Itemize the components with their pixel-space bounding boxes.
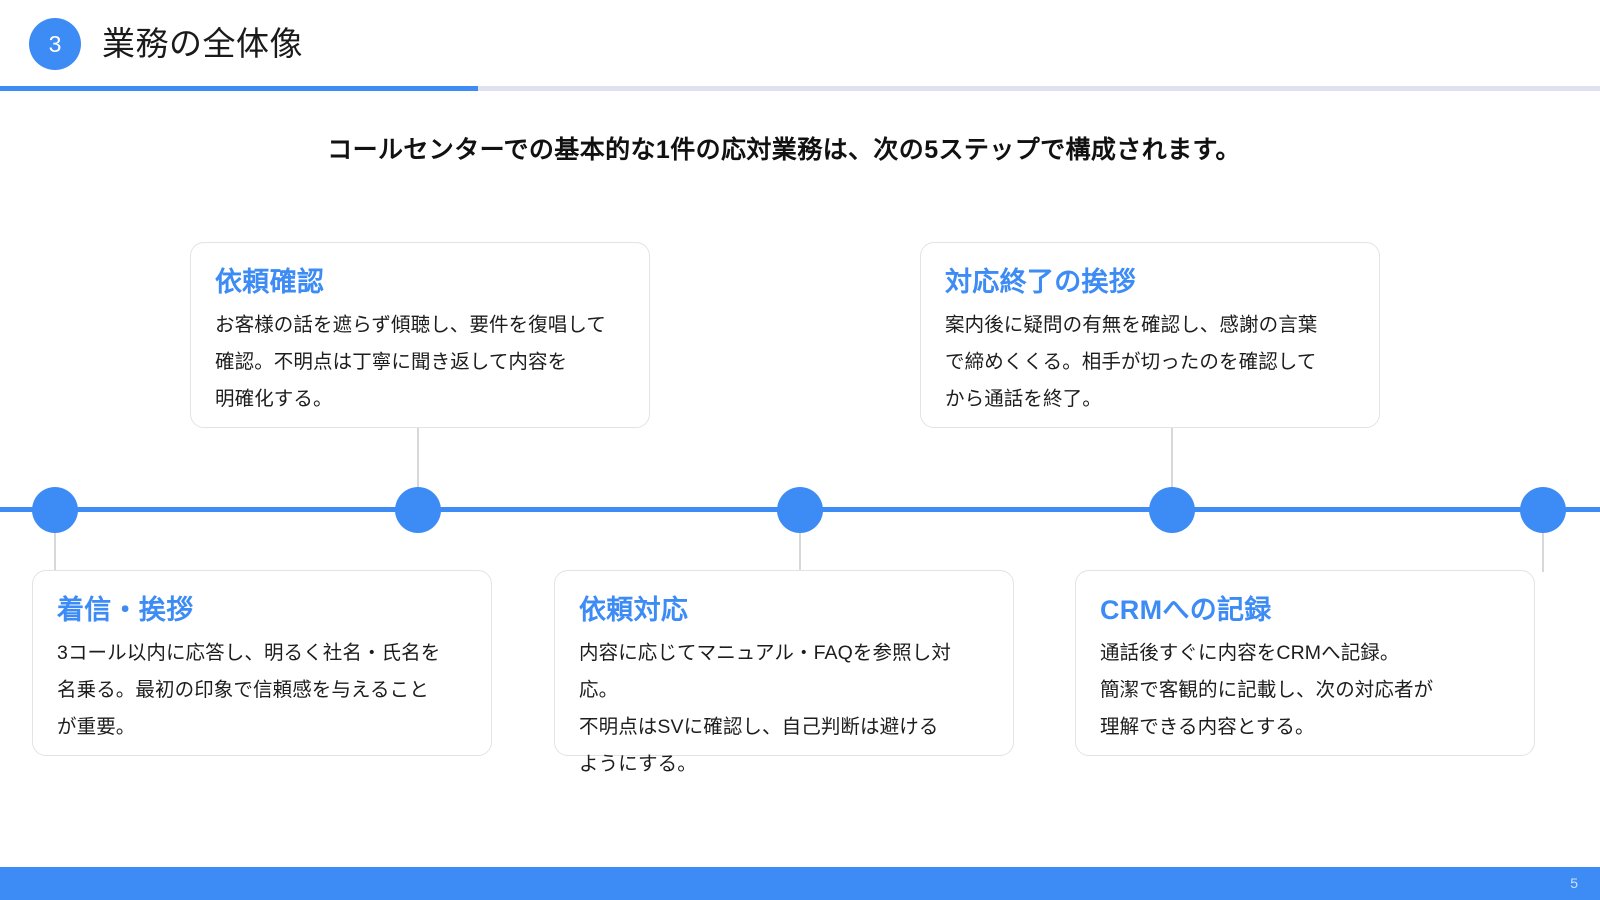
step-card-5[interactable]: CRMへの記録 通話後すぐに内容をCRMへ記録。 簡潔で客観的に記載し、次の対応… — [1075, 570, 1535, 756]
step-card-2[interactable]: 依頼確認 お客様の話を遮らず傾聴し、要件を復唱して 確認。不明点は丁寧に聞き返し… — [190, 242, 650, 428]
timeline-stem-4 — [1171, 428, 1173, 500]
footer-bar — [0, 867, 1600, 900]
step-card-4-body: 案内後に疑問の有無を確認し、感謝の言葉 で締めくくる。相手が切ったのを確認して … — [945, 314, 1318, 410]
header-rule-accent — [0, 86, 478, 91]
page-number: 5 — [1570, 875, 1578, 891]
timeline-stem-3 — [799, 510, 801, 572]
step-card-2-title: 依頼確認 — [215, 267, 325, 297]
step-card-3-body: 内容に応じてマニュアル・FAQを参照し対応。 不明点はSVに確認し、自己判断は避… — [579, 642, 951, 775]
step-card-3-title: 依頼対応 — [579, 595, 689, 625]
step-card-4[interactable]: 対応終了の挨拶 案内後に疑問の有無を確認し、感謝の言葉 で締めくくる。相手が切っ… — [920, 242, 1380, 428]
timeline-node-1[interactable] — [32, 487, 78, 533]
step-card-3[interactable]: 依頼対応 内容に応じてマニュアル・FAQを参照し対応。 不明点はSVに確認し、自… — [554, 570, 1014, 775]
timeline-node-4[interactable] — [1149, 487, 1195, 533]
step-card-1[interactable]: 着信・挨拶 3コール以内に応答し、明るく社名・氏名を 名乗る。最初の印象で信頼感… — [32, 570, 492, 756]
step-card-2-body: お客様の話を遮らず傾聴し、要件を復唱して 確認。不明点は丁寧に聞き返して内容を … — [215, 314, 607, 410]
slide-header: 3 業務の全体像 — [0, 0, 1600, 91]
header-rule — [0, 86, 1600, 91]
timeline-node-5[interactable] — [1520, 487, 1566, 533]
step-card-5-title: CRMへの記録 — [1100, 595, 1272, 625]
step-number-badge: 3 — [29, 18, 81, 70]
subtitle-text: コールセンターでの基本的な1件の応対業務は、次の5ステップで構成されます。 — [327, 136, 1241, 164]
step-card-4-title: 対応終了の挨拶 — [945, 267, 1137, 297]
timeline-stem-1 — [54, 510, 56, 572]
step-card-5-body: 通話後すぐに内容をCRMへ記録。 簡潔で客観的に記載し、次の対応者が 理解できる… — [1100, 642, 1434, 738]
step-card-1-title: 着信・挨拶 — [57, 595, 194, 625]
page-title: 業務の全体像 — [102, 25, 303, 62]
timeline-stem-2 — [417, 428, 419, 500]
timeline-stem-5 — [1542, 510, 1544, 572]
timeline-node-2[interactable] — [395, 487, 441, 533]
timeline-node-3[interactable] — [777, 487, 823, 533]
step-card-1-body: 3コール以内に応答し、明るく社名・氏名を 名乗る。最初の印象で信頼感を与えること… — [57, 642, 441, 738]
